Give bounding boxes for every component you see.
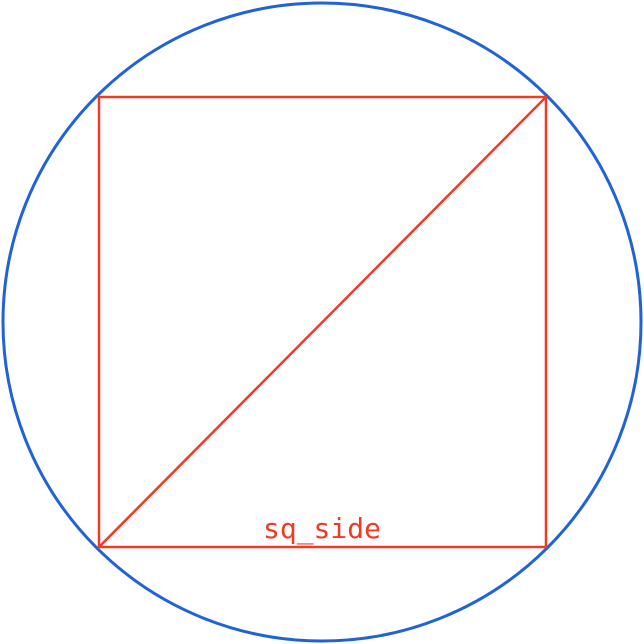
- square-diagonal: [98, 96, 547, 548]
- square-side-label: sq_side: [263, 512, 381, 546]
- inscribed-square: [97, 95, 548, 549]
